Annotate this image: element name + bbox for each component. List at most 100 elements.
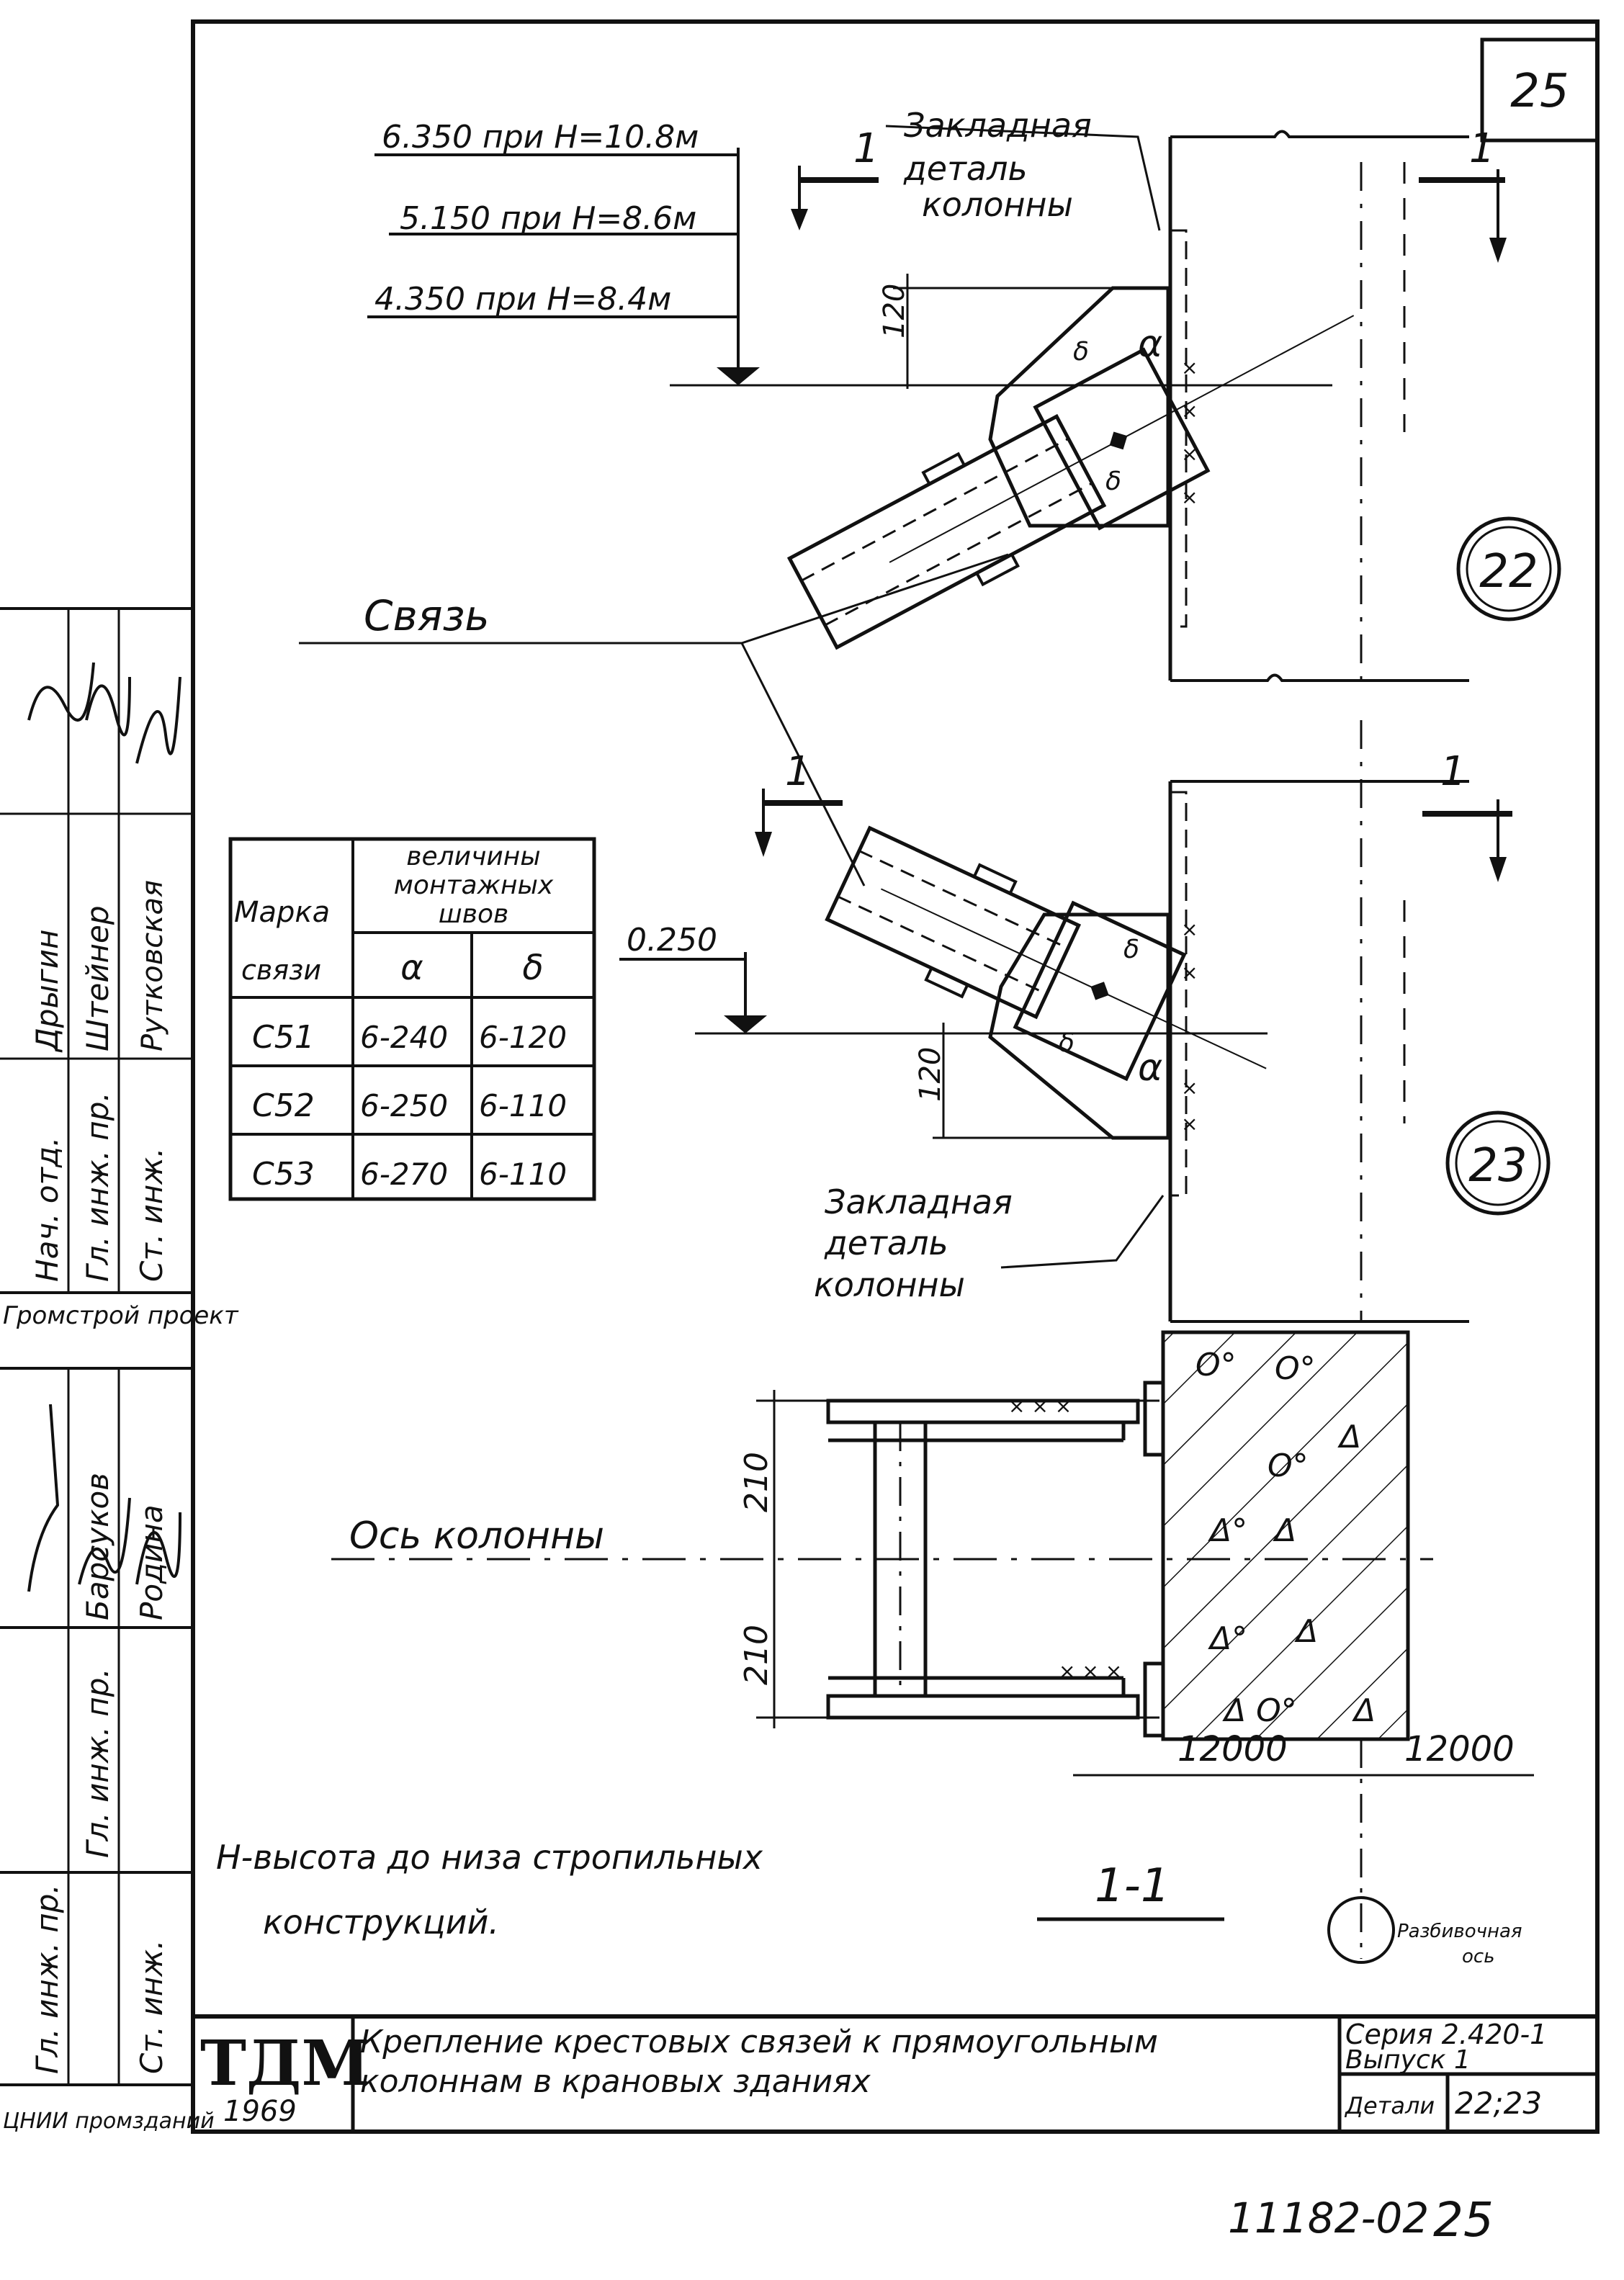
svg-text:Δ O°: Δ O° xyxy=(1222,1692,1297,1729)
section-title: 1-1 xyxy=(1095,1859,1170,1913)
dim-120-bottom: 120 xyxy=(914,1047,947,1102)
svg-text:Δ°: Δ° xyxy=(1208,1620,1247,1657)
stamp-role-1: Нач. отд. xyxy=(30,1137,65,1282)
svg-text:O°: O° xyxy=(1268,1448,1309,1484)
weld-b-22-bottom: δ xyxy=(1105,467,1121,496)
svg-text:α: α xyxy=(400,948,423,988)
section-mark-top-right: 1 xyxy=(1419,125,1507,263)
footer-code: 11182-02 xyxy=(1228,2194,1429,2243)
svg-text:6-270: 6-270 xyxy=(360,1157,448,1192)
section-mark-label: 1 xyxy=(1469,125,1495,172)
sheet-number-box: 25 xyxy=(1480,37,1600,143)
detail-marker-23: 23 xyxy=(1445,1110,1551,1216)
elevation-3: 4.350 при H=8.4м xyxy=(374,281,671,318)
details-label: Детали xyxy=(1344,2092,1435,2119)
stamp-role-6: Гл. инж. пр. xyxy=(30,1884,65,2074)
detail-22-label: 22 xyxy=(1479,545,1538,598)
table-row-mark: С52 xyxy=(252,1087,315,1124)
stamp-name-4: Барсуков xyxy=(80,1473,115,1620)
svg-text:6-240: 6-240 xyxy=(360,1020,448,1055)
elevation-marks-top: 6.350 при H=10.8м 5.150 при H=8.6м 4.350… xyxy=(367,119,1332,387)
concrete-column-section xyxy=(1161,1330,1410,1741)
svg-text:Марка: Марка xyxy=(234,896,330,929)
svg-text:× × ×: × × × xyxy=(1008,1394,1072,1418)
column-23 xyxy=(1168,720,1469,1323)
table-row-mark: С51 xyxy=(252,1019,315,1056)
weld-b-22-top: δ xyxy=(1073,337,1089,367)
svg-text:колонны: колонны xyxy=(922,185,1073,224)
stamp-name-1: Дрыгин xyxy=(30,930,65,1053)
elevation-1: 6.350 при H=10.8м xyxy=(382,119,699,156)
svg-text:6-110: 6-110 xyxy=(479,1088,567,1123)
section-mark-mid-left: 1 xyxy=(755,748,843,857)
marking-axis-circle xyxy=(1327,1896,1395,1964)
elevation-mark-bottom: 0.250 xyxy=(619,922,1268,1035)
series: Серия 2.420-1 xyxy=(1345,2019,1547,2050)
gusset-plate-23: 120 α δ δ × × × × xyxy=(914,912,1198,1140)
embedded-part-label-bottom: Закладная деталь колонны xyxy=(814,1182,1165,1304)
section-mark-mid-right: 1 xyxy=(1422,748,1512,882)
dim-210-bottom: 210 xyxy=(738,1625,775,1685)
marking-axis-label: Разбивочная xyxy=(1397,1921,1522,1942)
svg-text:колонны: колонны xyxy=(814,1265,965,1304)
note: H-высота до низа стропильных конструкций… xyxy=(216,1838,763,1942)
section-mark-label: 1 xyxy=(853,125,879,172)
svg-text:×: × xyxy=(1181,1076,1198,1100)
embedded-part-label-top: Закладная деталь колонны xyxy=(885,106,1161,231)
title-line-2: колоннам в крановых зданиях xyxy=(360,2063,871,2100)
footer: 11182-02 25 xyxy=(1228,2192,1494,2248)
elevation-4: 0.250 xyxy=(627,922,717,959)
svg-text:×: × xyxy=(1181,485,1198,509)
elevation-arrow xyxy=(717,367,760,385)
svg-text:Δ: Δ xyxy=(1273,1512,1296,1549)
svg-text:связи: связи xyxy=(241,954,321,986)
section-1-1: O° O° Δ O° Δ° Δ Δ° Δ Δ O° Δ 210 210 × × … xyxy=(331,1330,1534,1967)
detail-23-label: 23 xyxy=(1468,1139,1527,1193)
footer-page: 25 xyxy=(1433,2192,1494,2248)
svg-text:δ: δ xyxy=(522,948,543,988)
sheet-number: 25 xyxy=(1510,65,1569,118)
detail-marker-22: 22 xyxy=(1456,516,1561,621)
title-line-1: Крепление крестовых связей к прямоугольн… xyxy=(360,2024,1158,2060)
note-line-1: H-высота до низа стропильных xyxy=(216,1838,763,1877)
svg-text:1: 1 xyxy=(785,748,811,795)
left-stamp: Нач. отд. Дрыгин Гл. инж. пр. Штейнер Ст… xyxy=(0,607,239,2134)
stamp-role-4: Гл. инж. пр. xyxy=(80,1668,115,1858)
brace-label-text: Связь xyxy=(364,591,490,640)
svg-text:Δ: Δ xyxy=(1337,1419,1361,1455)
logo: ТДМ xyxy=(200,2027,370,2100)
svg-text:Δ: Δ xyxy=(1352,1692,1376,1729)
title-block: ТДМ 1969 Крепление крестовых связей к пр… xyxy=(191,2014,1600,2134)
details-value: 22;23 xyxy=(1455,2086,1542,2121)
column-axis-label: Ось колонны xyxy=(349,1514,604,1558)
svg-text:O°: O° xyxy=(1195,1347,1237,1383)
dim-12000-left: 12000 xyxy=(1177,1729,1288,1769)
svg-text:6-110: 6-110 xyxy=(479,1157,567,1192)
weld-b-23-top: δ xyxy=(1123,935,1139,964)
stamp-name-3: Рутковская xyxy=(136,880,169,1051)
svg-text:×: × xyxy=(1181,1112,1198,1136)
svg-text:×: × xyxy=(1181,961,1198,984)
svg-text:1: 1 xyxy=(1440,748,1466,795)
brace-member-23 xyxy=(825,825,1267,1082)
svg-text:O°: O° xyxy=(1275,1350,1316,1387)
stamp-role-5: Ст. инж. xyxy=(134,1940,169,2074)
svg-text:Δ°: Δ° xyxy=(1208,1512,1247,1549)
svg-text:×: × xyxy=(1181,917,1198,941)
table-row-mark: С53 xyxy=(252,1156,315,1193)
stamp-role-3: Ст. инж. xyxy=(134,1148,169,1282)
svg-text:6-250: 6-250 xyxy=(360,1088,448,1123)
stamp-org: Громстрой проект xyxy=(3,1301,239,1330)
signatures-bottom xyxy=(27,1404,181,1592)
svg-text:×: × xyxy=(1181,442,1198,466)
weld-table: Марка связи величины монтажных швов α δ … xyxy=(228,837,596,1201)
svg-text:6-120: 6-120 xyxy=(479,1020,567,1055)
dim-12000-right: 12000 xyxy=(1404,1729,1515,1769)
year: 1969 xyxy=(223,2095,297,2128)
note-line-2: конструкций. xyxy=(263,1903,499,1942)
svg-text:Закладная: Закладная xyxy=(825,1182,1013,1221)
svg-text:деталь: деталь xyxy=(903,149,1028,188)
svg-text:Δ: Δ xyxy=(1294,1613,1318,1650)
stamp-org-2: ЦНИИ промзданий xyxy=(3,2109,215,2134)
svg-text:Закладная: Закладная xyxy=(904,106,1092,145)
